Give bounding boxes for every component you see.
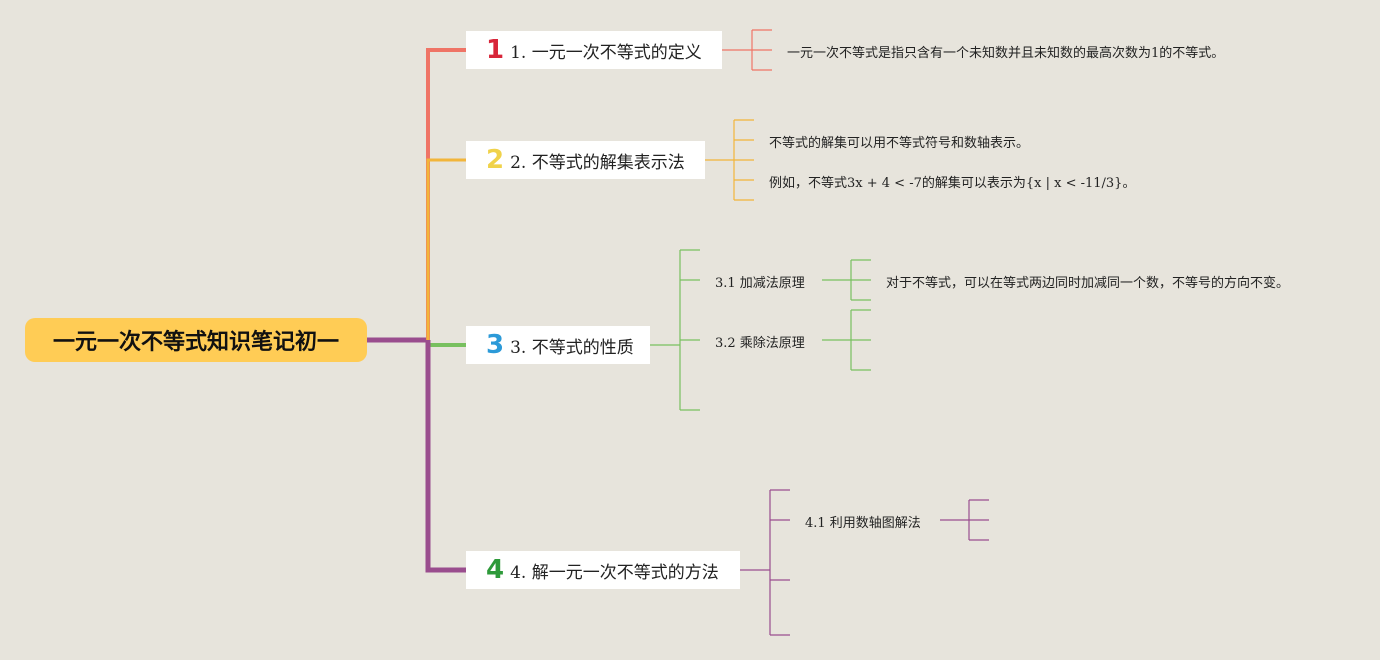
topic-3-bracket bbox=[650, 249, 871, 411]
topic-4[interactable]: 4 4. 解一元一次不等式的方法 bbox=[466, 551, 740, 589]
subtopic-4-1[interactable]: 4.1 利用数轴图解法 bbox=[805, 516, 921, 531]
topic-1-note[interactable]: 一元一次不等式是指只含有一个未知数并且未知数的最高次数为1的不等式。 bbox=[787, 46, 1225, 61]
branch-2-line bbox=[426, 158, 466, 340]
number-4-badge-icon: 4 bbox=[486, 555, 505, 585]
topic-1[interactable]: 1 1. 一元一次不等式的定义 bbox=[466, 31, 722, 69]
number-3-badge-icon: 3 bbox=[486, 330, 505, 360]
branch-1-line bbox=[426, 48, 466, 340]
number-2-badge-icon: 2 bbox=[486, 145, 505, 175]
branch-4-line bbox=[425, 340, 466, 573]
subtopic-3-1-note[interactable]: 对于不等式，可以在等式两边同时加减同一个数，不等号的方向不变。 bbox=[886, 276, 1290, 291]
topic-4-bracket bbox=[740, 489, 989, 636]
root-topic[interactable]: 一元一次不等式知识笔记初一 bbox=[25, 318, 367, 362]
subtopic-3-2[interactable]: 3.2 乘除法原理 bbox=[715, 336, 805, 351]
topic-3[interactable]: 3 3. 不等式的性质 bbox=[466, 326, 650, 364]
topic-3-label: 3. 不等式的性质 bbox=[510, 337, 634, 358]
topic-1-bracket bbox=[722, 29, 772, 71]
topic-2[interactable]: 2 2. 不等式的解集表示法 bbox=[466, 141, 705, 179]
topic-1-label: 1. 一元一次不等式的定义 bbox=[510, 42, 702, 63]
root-title: 一元一次不等式知识笔记初一 bbox=[52, 330, 339, 355]
subtopic-3-1[interactable]: 3.1 加减法原理 bbox=[715, 276, 805, 291]
topic-2-note-2[interactable]: 例如，不等式3x + 4 < -7的解集可以表示为{x | x < -11/3}… bbox=[769, 176, 1136, 191]
number-1-badge-icon: 1 bbox=[486, 35, 505, 65]
topic-4-label: 4. 解一元一次不等式的方法 bbox=[510, 562, 719, 583]
topic-2-label: 2. 不等式的解集表示法 bbox=[510, 152, 685, 173]
topic-2-bracket bbox=[705, 119, 754, 201]
topic-2-note-1[interactable]: 不等式的解集可以用不等式符号和数轴表示。 bbox=[769, 136, 1030, 151]
